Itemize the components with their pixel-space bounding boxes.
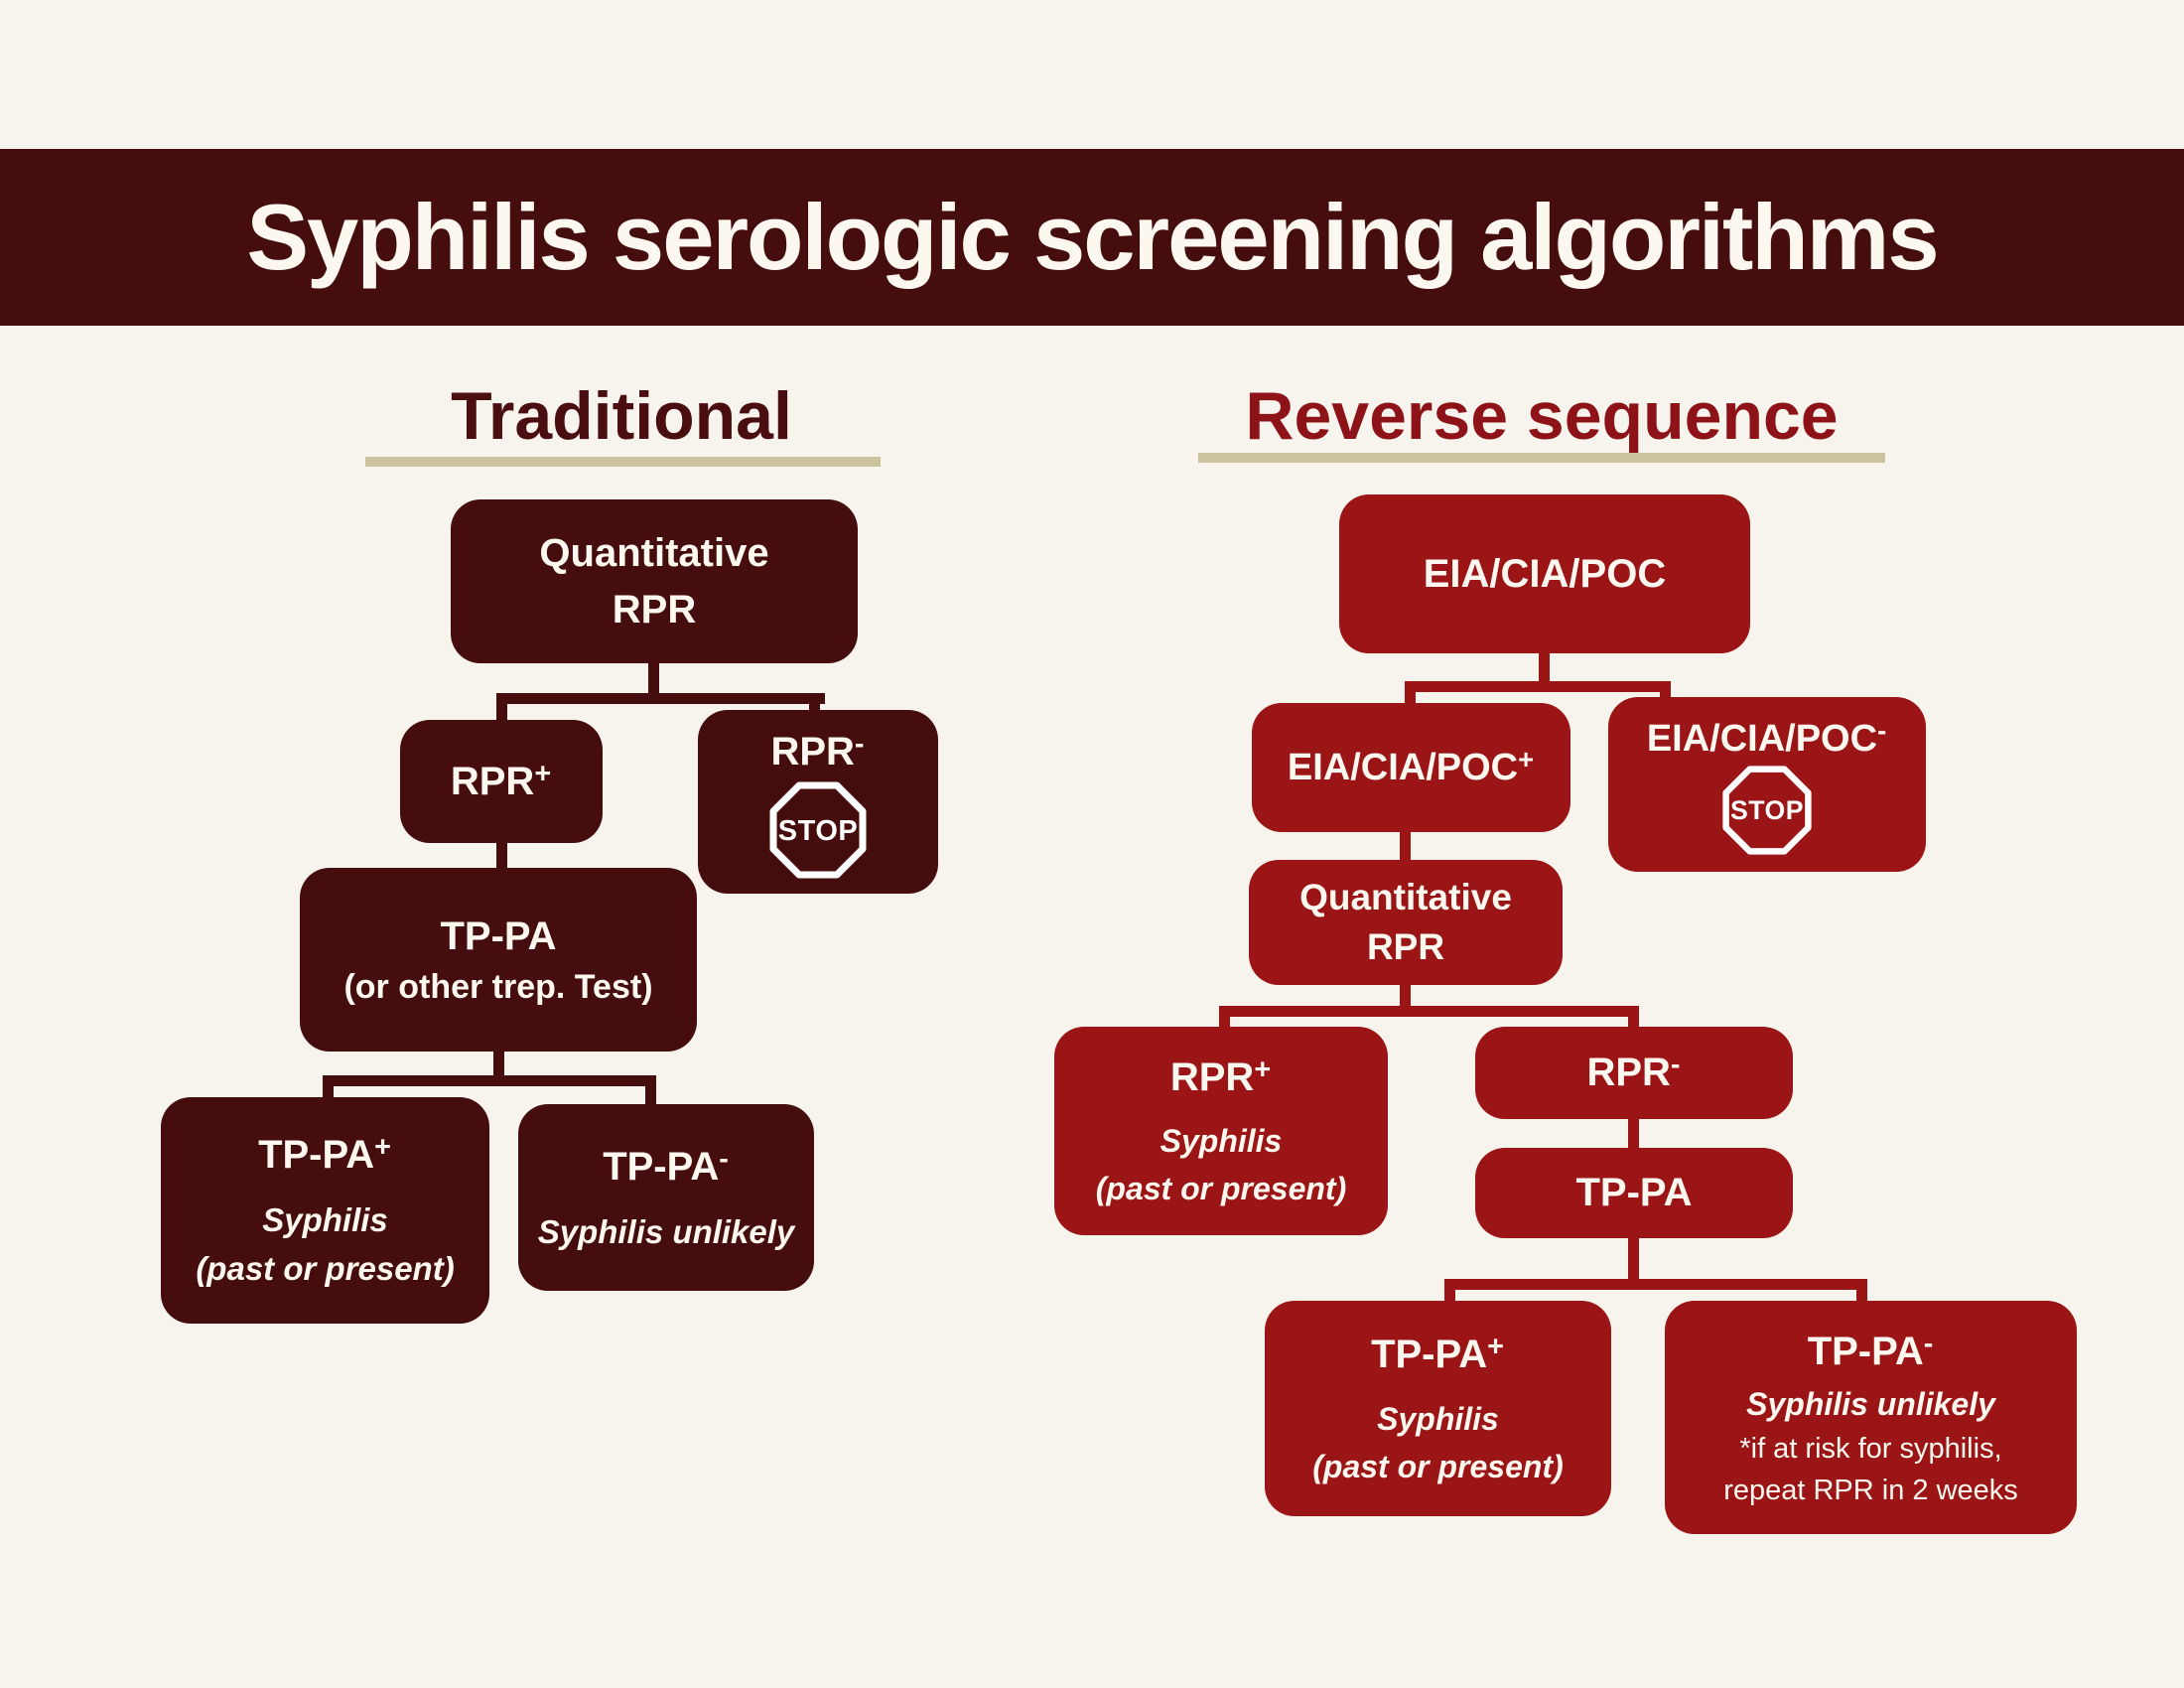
node-rev-eia-negative: EIA/CIA/POC- STOP: [1608, 697, 1926, 872]
node-rev-tppa: TP-PA: [1475, 1148, 1793, 1238]
connector-trad-to-tppa-neg: [645, 1075, 656, 1111]
node-label: TP-PA-: [1807, 1328, 1935, 1374]
stop-sign-icon: STOP: [1722, 766, 1812, 855]
node-label: Quantitative: [539, 530, 769, 575]
connector-rev-to-eia-pos: [1405, 681, 1416, 709]
connector-rev-to-rpr-neg: [1628, 1006, 1639, 1033]
connector-rev-to-eia-neg: [1660, 681, 1671, 703]
node-label: RPR-: [770, 728, 866, 774]
node-label: TP-PA: [1575, 1171, 1693, 1215]
connector-trad-to-tppa-pos: [323, 1075, 334, 1105]
node-rev-eia-cia-poc: EIA/CIA/POC: [1339, 494, 1750, 653]
node-footnote: repeat RPR in 2 weeks: [1723, 1474, 2018, 1506]
connector-rev-to-tppa-pos: [1444, 1279, 1455, 1307]
connector-rev-to-rpr-pos: [1219, 1006, 1230, 1033]
column-heading-traditional: Traditional: [451, 378, 792, 454]
node-trad-quantitative-rpr: Quantitative RPR: [451, 499, 858, 663]
node-result: Syphilis: [1377, 1400, 1499, 1437]
heading-underline-reverse: [1198, 453, 1885, 463]
connector-rev-tppa-split-bar: [1444, 1279, 1867, 1290]
column-heading-reverse-sequence: Reverse sequence: [1245, 378, 1839, 454]
node-label: RPR: [612, 587, 697, 632]
connector-trad-to-rpr-neg: [809, 693, 820, 717]
node-trad-tppa-negative: TP-PA- Syphilis unlikely: [518, 1104, 814, 1291]
node-sublabel: (or other trep. Test): [343, 967, 653, 1006]
stop-sign-icon: STOP: [769, 781, 867, 879]
title-banner: Syphilis serologic screening algorithms: [0, 149, 2184, 326]
connector-trad-to-rpr-pos: [496, 693, 507, 727]
connector-rev-split-bar: [1405, 681, 1671, 692]
node-result: (past or present): [1095, 1171, 1347, 1207]
node-rev-tppa-positive: TP-PA+ Syphilis (past or present): [1265, 1301, 1611, 1516]
connector-trad-tppa-split-bar: [323, 1075, 656, 1086]
connector-trad-tppa-stub: [493, 1045, 504, 1084]
node-trad-tppa: TP-PA (or other trep. Test): [300, 868, 697, 1052]
node-label: TP-PA: [440, 914, 557, 959]
node-label: RPR: [1366, 926, 1445, 967]
node-rev-quantitative-rpr: Quantitative RPR: [1249, 860, 1563, 985]
node-result: Syphilis unlikely: [537, 1212, 795, 1250]
node-rev-eia-positive: EIA/CIA/POC+: [1252, 703, 1570, 832]
node-result: Syphilis: [262, 1200, 388, 1238]
connector-rev-quant-stub: [1400, 981, 1411, 1014]
node-result: Syphilis: [1160, 1123, 1283, 1160]
node-label: EIA/CIA/POC+: [1287, 743, 1536, 788]
node-footnote: *if at risk for syphilis,: [1739, 1432, 2002, 1465]
connector-rev-tppa-stub: [1628, 1234, 1639, 1287]
node-label: TP-PA+: [258, 1131, 392, 1178]
node-trad-tppa-positive: TP-PA+ Syphilis (past or present): [161, 1097, 489, 1324]
node-result: Syphilis unlikely: [1746, 1385, 1995, 1422]
page-title: Syphilis serologic screening algorithms: [246, 185, 1939, 289]
heading-underline-traditional: [365, 457, 881, 467]
node-label: RPR-: [1586, 1049, 1682, 1095]
node-label: EIA/CIA/POC-: [1646, 714, 1888, 760]
node-rev-rpr-positive: RPR+ Syphilis (past or present): [1054, 1027, 1388, 1235]
node-result: (past or present): [196, 1250, 455, 1288]
node-trad-rpr-negative: RPR- STOP: [698, 710, 938, 894]
node-label: TP-PA-: [603, 1143, 730, 1189]
node-rev-tppa-negative: TP-PA- Syphilis unlikely *if at risk for…: [1665, 1301, 2077, 1534]
node-label: Quantitative: [1299, 877, 1512, 918]
stop-sign-label: STOP: [1730, 795, 1804, 825]
node-rev-rpr-negative: RPR-: [1475, 1027, 1793, 1119]
connector-rev-rprneg-to-tppa: [1628, 1116, 1639, 1154]
node-label: RPR+: [1169, 1054, 1273, 1099]
connector-rev-to-tppa-neg: [1856, 1279, 1867, 1307]
connector-trad-rprpos-to-tppa: [496, 837, 507, 875]
connector-trad-split-bar: [496, 693, 825, 704]
node-label: RPR+: [450, 758, 553, 803]
node-result: (past or present): [1312, 1448, 1564, 1484]
node-trad-rpr-positive: RPR+: [400, 720, 603, 843]
connector-rev-quant-split-bar: [1219, 1006, 1639, 1017]
connector-rev-eiapos-to-quant: [1400, 828, 1411, 866]
connector-rev-eia-stub: [1539, 647, 1550, 689]
connector-trad-quant-stub: [648, 655, 659, 701]
node-label: TP-PA+: [1371, 1331, 1505, 1377]
stop-sign-label: STOP: [778, 815, 858, 847]
node-label: EIA/CIA/POC: [1423, 551, 1667, 596]
